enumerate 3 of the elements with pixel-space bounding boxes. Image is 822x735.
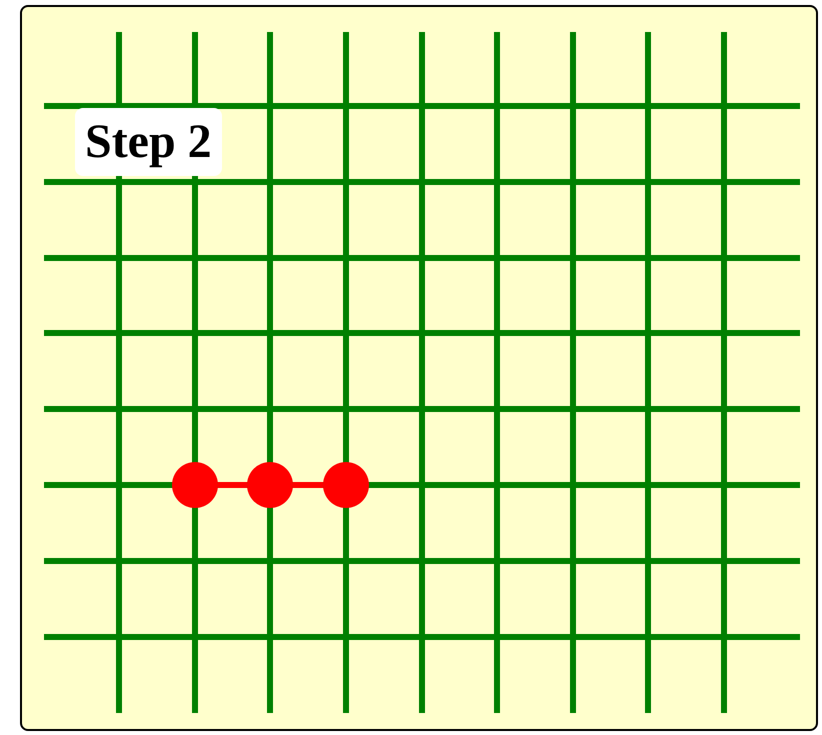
- step-label: Step 2: [75, 108, 222, 176]
- connector-line: [218, 482, 247, 488]
- connector-line: [293, 482, 323, 488]
